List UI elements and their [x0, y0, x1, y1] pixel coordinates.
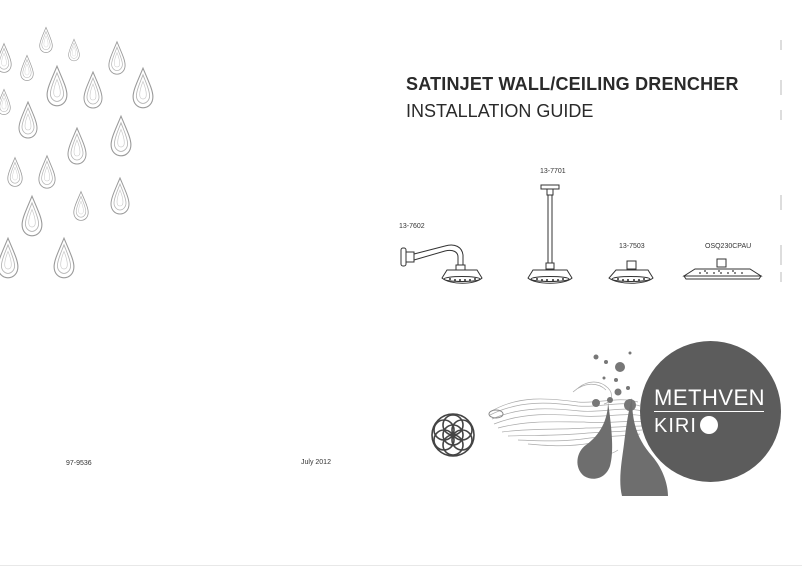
round-drencher-head	[608, 260, 654, 284]
wall-arm-drencher	[400, 244, 483, 284]
document-subtitle: INSTALLATION GUIDE	[406, 101, 594, 121]
product-code-ceiling-arm: 13-7701	[540, 168, 566, 175]
brand-logo-kiri: KIRI	[654, 415, 697, 437]
square-drencher-head	[682, 258, 763, 280]
rosette-pattern-icon	[431, 413, 475, 457]
satinjet-seal-icon	[700, 416, 718, 434]
document-number: 97-9536	[66, 460, 92, 467]
page-edge-marks	[780, 40, 782, 282]
document-date: July 2012	[301, 459, 331, 466]
product-drawings	[400, 184, 763, 284]
page-bottom-rule	[0, 565, 802, 566]
document-title: SATINJET WALL/CEILING DRENCHER	[406, 74, 739, 94]
water-drops-illustration	[0, 27, 154, 279]
product-code-wall-arm: 13-7602	[399, 223, 425, 230]
brand-logo-methven: METHVEN	[654, 385, 766, 410]
brand-divider	[654, 411, 764, 412]
product-code-head-round: 13-7503	[619, 243, 645, 250]
ceiling-arm-drencher	[527, 184, 573, 284]
product-code-head-square: OSQ230CPAU	[705, 243, 752, 250]
splash-artwork	[431, 351, 668, 496]
